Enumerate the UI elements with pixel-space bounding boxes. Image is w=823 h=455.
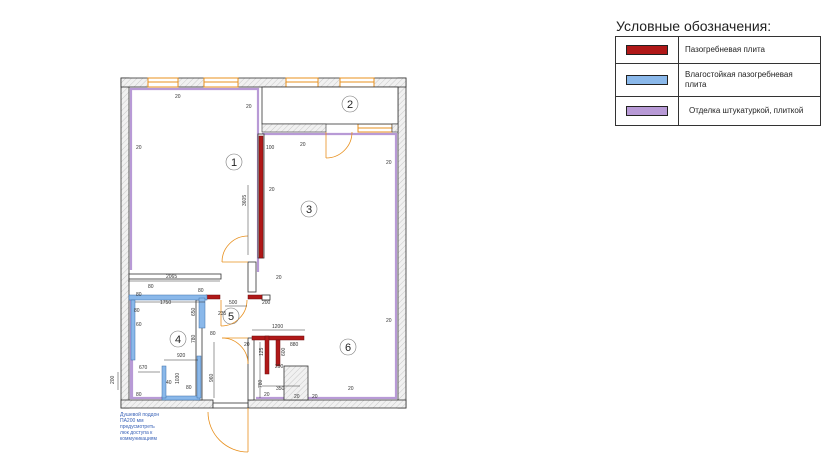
dim-label: 600 xyxy=(281,347,287,356)
dim-label: 1030 xyxy=(175,373,181,384)
legend: Пазогребневая плита Влагостойкая пазогре… xyxy=(615,36,821,126)
dim-label: 3605 xyxy=(242,195,248,206)
red-slabs xyxy=(205,135,305,375)
room-labels: 1 2 3 4 5 6 xyxy=(169,95,359,356)
dim-label: 20 xyxy=(294,394,300,400)
dim-label: 80 xyxy=(210,331,216,337)
dim-label: 60 xyxy=(136,322,142,328)
dim-label: 40 xyxy=(166,380,172,386)
legend-swatch-blue xyxy=(626,75,668,85)
dimension-labels: 20 20 20 20 20 20 20 20 20 20 20 20 20 1… xyxy=(110,94,392,400)
dim-label: 20 xyxy=(246,104,252,110)
dim-label: 960 xyxy=(209,373,215,382)
legend-label: Влагостойкая пазогребневая плита xyxy=(678,63,821,97)
room-number: 2 xyxy=(347,99,353,111)
dim-label: 780 xyxy=(191,334,197,343)
dim-label: 1750 xyxy=(160,300,171,306)
shower-note: Душевой поддон ПА200 мм предусмотреть лю… xyxy=(120,411,159,442)
dim-label: 350 xyxy=(276,386,285,392)
dimension-lines xyxy=(117,185,305,398)
dim-label: 80 xyxy=(198,288,204,294)
partitions xyxy=(128,133,309,401)
dim-label: 20 xyxy=(244,342,250,348)
legend-item: Влагостойкая пазогребневая плита xyxy=(615,63,821,97)
dim-label: 670 xyxy=(139,365,148,371)
doors xyxy=(207,131,353,453)
dim-label: 20 xyxy=(136,145,142,151)
note-line: предусмотреть xyxy=(120,424,155,430)
dim-label: 80 xyxy=(186,385,192,391)
dim-label: 780 xyxy=(258,379,264,388)
room-number: 1 xyxy=(231,157,237,169)
dim-label: 80 xyxy=(134,308,140,314)
dim-label: 125 xyxy=(259,347,265,356)
wall-right xyxy=(397,77,407,409)
dim-label: 20 xyxy=(269,187,275,193)
wall-bottom-mid xyxy=(212,402,249,409)
dim-label: 20 xyxy=(276,275,282,281)
wall-bottom-left xyxy=(120,399,214,409)
legend-swatch-purple xyxy=(626,106,668,116)
dim-label: 500 xyxy=(229,300,238,306)
dim-label: 200 xyxy=(110,375,116,384)
dim-label: 20 xyxy=(386,160,392,166)
dim-label: 235 xyxy=(218,311,227,317)
dim-label: 1200 xyxy=(272,324,283,330)
room-number: 6 xyxy=(345,342,351,354)
dim-label: 20 xyxy=(300,142,306,148)
dim-label: 650 xyxy=(191,307,197,316)
dim-label: 80 xyxy=(136,292,142,298)
note-line: ПА200 мм xyxy=(120,418,144,424)
dim-label: 20 xyxy=(386,318,392,324)
wall-bottom-right xyxy=(247,399,407,409)
dim-label: 920 xyxy=(177,353,186,359)
dim-label: 20 xyxy=(175,94,181,100)
dim-label: 80 xyxy=(148,284,154,290)
legend-item: Пазогребневая плита xyxy=(615,36,821,64)
note-line: коммуникациям xyxy=(120,436,157,442)
dim-label: 100 xyxy=(266,145,275,151)
note-line: Душевой поддон xyxy=(120,411,159,418)
room-number: 5 xyxy=(228,311,234,323)
outer-walls xyxy=(120,77,407,409)
legend-label: Пазогребневая плита xyxy=(678,36,821,64)
note-line: люк доступа к xyxy=(120,430,153,436)
legend-swatch-red xyxy=(626,45,668,55)
dim-label: 80 xyxy=(136,392,142,398)
dim-label: 200 xyxy=(262,300,271,306)
dim-label: 20 xyxy=(312,394,318,400)
blue-slabs xyxy=(128,294,208,401)
wall-left xyxy=(120,77,130,409)
balcony xyxy=(261,86,399,133)
dim-label: 20 xyxy=(348,386,354,392)
dim-label: 20 xyxy=(264,392,270,398)
dim-label: 290 xyxy=(275,364,284,370)
legend-item: Отделка штукатуркой, плиткой xyxy=(615,96,821,126)
room-number: 3 xyxy=(306,204,312,216)
legend-title: Условные обозначения: xyxy=(616,18,772,34)
room-number: 4 xyxy=(175,334,181,346)
dim-label: 880 xyxy=(290,342,299,348)
dim-label: 2065 xyxy=(166,274,177,280)
legend-label: Отделка штукатуркой, плиткой xyxy=(678,96,821,126)
